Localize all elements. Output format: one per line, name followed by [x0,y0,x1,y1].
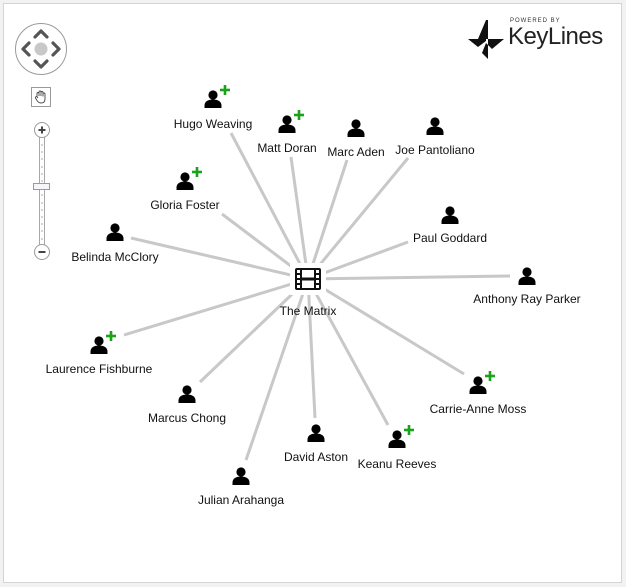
person-icon [426,117,444,135]
node-label: Hugo Weaving [174,117,253,131]
powered-by-text: POWERED BY [510,18,561,24]
node-label: Keanu Reeves [358,457,437,471]
zoom-track-tick [41,194,43,197]
zoom-track-tick [41,230,43,233]
node-matt-doran[interactable]: Matt Doran [257,110,317,155]
reset-center-button[interactable] [34,42,48,56]
edge-anthony-ray-parker[interactable] [307,274,511,281]
pan-down-arrow-icon[interactable] [33,59,49,69]
zoom-track-tick [41,208,43,211]
zoom-slider-handle[interactable] [33,183,50,190]
expand-plus-icon[interactable] [220,85,230,95]
film-icon [295,268,321,290]
node-label: Gloria Foster [150,198,219,212]
node-label: Belinda McClory [71,250,158,264]
zoom-track-tick [41,172,43,175]
node-gloria-foster[interactable]: Gloria Foster [150,167,220,212]
zoom-track-tick [41,237,43,240]
person-icon [106,223,124,241]
edge-laurence-fishburne[interactable] [123,277,309,337]
person-icon [90,336,108,354]
brand-name: KeyLines [508,23,603,50]
edge-carrie-anne-moss[interactable] [307,277,465,376]
node-label: Carrie-Anne Moss [430,402,527,416]
node-keanu-reeves[interactable]: Keanu Reeves [358,425,437,471]
person-icon [232,467,250,485]
pan-left-arrow-icon[interactable] [21,41,31,57]
node-anthony-ray-parker[interactable]: Anthony Ray Parker [473,267,581,306]
node-laurence-fishburne[interactable]: Laurence Fishburne [46,331,153,376]
zoom-track-tick [41,165,43,168]
node-label: Marc Aden [327,145,384,159]
plus-icon [38,126,46,134]
navigation-arrows [21,29,61,69]
person-icon [204,90,222,108]
expand-plus-icon[interactable] [294,110,304,120]
edge-david-aston[interactable] [306,278,317,419]
node-label: David Aston [284,450,348,464]
edge-belinda-mcclory[interactable] [130,236,309,281]
node-matrix[interactable]: The Matrix [280,263,337,318]
person-icon [178,385,196,403]
expand-plus-icon[interactable] [404,425,414,435]
node-label: Marcus Chong [148,411,226,425]
pan-right-arrow-icon[interactable] [51,41,61,57]
person-icon [278,115,296,133]
node-label: Laurence Fishburne [46,362,153,376]
person-icon [176,172,194,190]
node-label: The Matrix [280,304,337,318]
node-david-aston[interactable]: David Aston [284,424,348,464]
person-icon [518,267,536,285]
person-icon [469,376,487,394]
edge-julian-arahanga[interactable] [244,278,310,461]
person-icon [441,206,459,224]
zoom-track-tick [41,180,43,182]
zoom-track-tick [41,201,43,204]
hand-icon [35,90,46,104]
node-label: Matt Doran [257,141,316,155]
zoom-track-tick [41,223,43,226]
pan-up-arrow-icon[interactable] [33,29,49,39]
node-hugo-weaving[interactable]: Hugo Weaving [174,85,253,131]
node-belinda-mcclory[interactable]: Belinda McClory [71,223,159,264]
person-icon [388,430,406,448]
node-label: Julian Arahanga [198,493,284,507]
node-label: Anthony Ray Parker [473,292,580,306]
zoom-in-button[interactable] [34,122,50,138]
zoom-track-tick [41,158,43,161]
expand-plus-icon[interactable] [485,371,495,381]
node-label: Joe Pantoliano [395,143,475,157]
edge-keanu-reeves[interactable] [306,278,390,426]
keylines-logo: POWERED BY KeyLines [466,17,611,59]
person-icon [307,424,325,442]
zoom-track-tick [41,151,43,154]
minus-icon [38,251,46,253]
node-label: Paul Goddard [413,231,487,245]
node-marcus-chong[interactable]: Marcus Chong [148,385,226,425]
zoom-slider-track[interactable] [39,135,45,247]
zoom-track-tick [41,216,43,218]
navigation-control[interactable] [15,23,67,75]
edge-marc-aden[interactable] [306,159,349,280]
node-joe-pantoliano[interactable]: Joe Pantoliano [395,117,475,157]
edge-joe-pantoliano[interactable] [306,157,410,280]
edge-hugo-weaving[interactable] [229,132,310,280]
expand-plus-icon[interactable] [106,331,116,341]
expand-plus-icon[interactable] [192,167,202,177]
node-carrie-anne-moss[interactable]: Carrie-Anne Moss [430,371,527,416]
keylines-logo-icon [468,20,504,59]
zoom-out-button[interactable] [34,244,50,260]
person-icon [347,119,365,137]
node-paul-goddard[interactable]: Paul Goddard [413,206,487,245]
edge-matt-doran[interactable] [289,156,310,280]
node-julian-arahanga[interactable]: Julian Arahanga [198,467,284,507]
node-marc-aden[interactable]: Marc Aden [327,119,385,159]
zoom-track-tick [41,144,43,146]
edge-marcus-chong[interactable] [198,277,310,384]
hand-tool-button[interactable] [31,87,51,107]
